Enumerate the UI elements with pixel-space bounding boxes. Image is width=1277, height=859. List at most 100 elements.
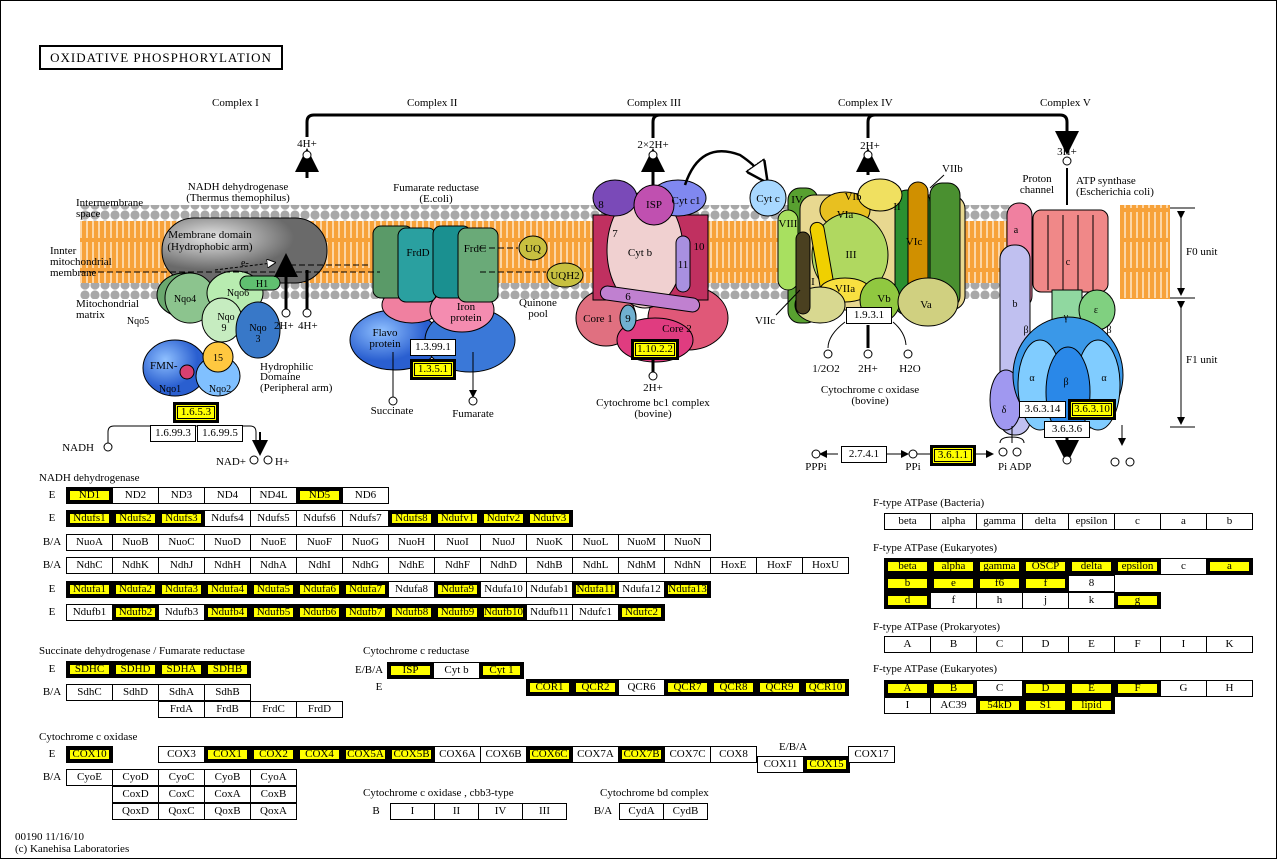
gene-oscp[interactable]: OSCP (1022, 558, 1069, 575)
gene-cor1[interactable]: COR1 (526, 679, 573, 696)
gene-ndufa12[interactable]: Ndufa12 (618, 581, 665, 598)
gene-ndufb8[interactable]: Ndufb8 (388, 604, 435, 621)
gene-nuod[interactable]: NuoD (204, 534, 251, 551)
gene-qoxd[interactable]: QoxD (112, 803, 159, 820)
gene-ndufa11[interactable]: Ndufa11 (572, 581, 619, 598)
gene-qcr10[interactable]: QCR10 (802, 679, 849, 696)
ec-1-6-99-3[interactable]: 1.6.99.3 (150, 425, 196, 442)
gene-ndufb1[interactable]: Ndufb1 (66, 604, 113, 621)
gene-ndufb7[interactable]: Ndufb7 (342, 604, 389, 621)
gene-a[interactable]: A (884, 680, 931, 697)
gene-a[interactable]: A (884, 636, 931, 653)
gene-beta[interactable]: beta (884, 513, 931, 530)
gene-a[interactable]: a (1206, 558, 1253, 575)
gene-nd4l[interactable]: ND4L (250, 487, 297, 504)
gene-ndhi[interactable]: NdhI (296, 557, 343, 574)
gene-8[interactable]: 8 (1068, 575, 1115, 592)
gene-alpha[interactable]: alpha (930, 513, 977, 530)
gene-f[interactable]: f (930, 592, 977, 609)
gene-ndhc[interactable]: NdhC (66, 557, 113, 574)
gene-sdha[interactable]: SdhA (158, 684, 205, 701)
gene-lipid[interactable]: lipid (1068, 697, 1115, 714)
gene-nuoi[interactable]: NuoI (434, 534, 481, 551)
gene-cyt-1[interactable]: Cyt 1 (479, 662, 524, 679)
gene-ndhj[interactable]: NdhJ (158, 557, 205, 574)
gene-nuoh[interactable]: NuoH (388, 534, 435, 551)
gene-frda[interactable]: FrdA (158, 701, 205, 718)
gene-ndufb11[interactable]: Ndufb11 (526, 604, 573, 621)
gene-frdd[interactable]: FrdD (296, 701, 343, 718)
gene-delta[interactable]: delta (1022, 513, 1069, 530)
gene-f[interactable]: f (1022, 575, 1069, 592)
gene-cox3[interactable]: COX3 (158, 746, 205, 763)
gene-nuon[interactable]: NuoN (664, 534, 711, 551)
gene-nd2[interactable]: ND2 (112, 487, 159, 504)
ec-1-6-5-3[interactable]: 1.6.5.3 (175, 404, 217, 421)
gene-b[interactable]: B (930, 636, 977, 653)
gene-c[interactable]: c (1160, 558, 1207, 575)
gene-ndufb9[interactable]: Ndufb9 (434, 604, 481, 621)
gene-ndufab1[interactable]: Ndufab1 (526, 581, 573, 598)
gene-cyoc[interactable]: CyoC (158, 769, 205, 786)
gene-frdb[interactable]: FrdB (204, 701, 251, 718)
gene-b[interactable]: B (930, 680, 977, 697)
gene-ndufs7[interactable]: Ndufs7 (342, 510, 389, 527)
gene-frdc[interactable]: FrdC (250, 701, 297, 718)
gene-ndufb10[interactable]: Ndufb10 (480, 604, 527, 621)
gene-f[interactable]: F (1114, 680, 1161, 697)
complex-ii-shape[interactable] (349, 225, 516, 373)
gene-ndufv3[interactable]: Ndufv3 (526, 510, 573, 527)
gene-ndufb3[interactable]: Ndufb3 (158, 604, 205, 621)
gene-c[interactable]: c (1114, 513, 1161, 530)
gene-nuoc[interactable]: NuoC (158, 534, 205, 551)
gene-hoxe[interactable]: HoxE (710, 557, 757, 574)
gene-cyob[interactable]: CyoB (204, 769, 251, 786)
gene-cyod[interactable]: CyoD (112, 769, 159, 786)
gene-epsilon[interactable]: epsilon (1114, 558, 1161, 575)
gene-ndufa1[interactable]: Ndufa1 (66, 581, 113, 598)
gene-ndhe[interactable]: NdhE (388, 557, 435, 574)
gene-g[interactable]: g (1114, 592, 1161, 609)
gene-ii[interactable]: II (434, 803, 479, 820)
gene-nuoj[interactable]: NuoJ (480, 534, 527, 551)
gene-qoxb[interactable]: QoxB (204, 803, 251, 820)
gene-delta[interactable]: delta (1068, 558, 1115, 575)
gene-sdhb[interactable]: SdhB (204, 684, 251, 701)
gene-cyoa[interactable]: CyoA (250, 769, 297, 786)
gene-i[interactable]: I (884, 697, 931, 714)
gene-nd6[interactable]: ND6 (342, 487, 389, 504)
gene-coxd[interactable]: CoxD (112, 786, 159, 803)
gene-sdhb[interactable]: SDHB (204, 661, 251, 678)
gene-f6[interactable]: f6 (976, 575, 1023, 592)
gene-ndufa10[interactable]: Ndufa10 (480, 581, 527, 598)
gene-cydb[interactable]: CydB (663, 803, 708, 820)
gene-cox6a[interactable]: COX6A (434, 746, 481, 763)
gene-ndufs8[interactable]: Ndufs8 (388, 510, 435, 527)
gene-ndufa6[interactable]: Ndufa6 (296, 581, 343, 598)
gene-ndufa8[interactable]: Ndufa8 (388, 581, 435, 598)
gene-d[interactable]: d (884, 592, 931, 609)
gene-d[interactable]: D (1022, 636, 1069, 653)
ec-1-3-99-1[interactable]: 1.3.99.1 (410, 339, 456, 356)
gene-ndufs6[interactable]: Ndufs6 (296, 510, 343, 527)
gene-b[interactable]: b (884, 575, 931, 592)
ec-1-10-2-2[interactable]: 1.10.2.2 (633, 341, 677, 358)
ec-3-6-3-10[interactable]: 3.6.3.10 (1070, 401, 1114, 418)
gene-ndufc1[interactable]: Ndufc1 (572, 604, 619, 621)
gene-ndhk[interactable]: NdhK (112, 557, 159, 574)
gene-coxc[interactable]: CoxC (158, 786, 205, 803)
gene-beta[interactable]: beta (884, 558, 931, 575)
gene-54kd[interactable]: 54kD (976, 697, 1023, 714)
gene-ndufa13[interactable]: Ndufa13 (664, 581, 711, 598)
gene-sdha[interactable]: SDHA (158, 661, 205, 678)
gene-cox5a[interactable]: COX5A (342, 746, 389, 763)
gene-cox8[interactable]: COX8 (710, 746, 757, 763)
gene-d[interactable]: D (1022, 680, 1069, 697)
ec-1-3-5-1[interactable]: 1.3.5.1 (412, 361, 454, 378)
gene-nuoe[interactable]: NuoE (250, 534, 297, 551)
gene-ndufa4[interactable]: Ndufa4 (204, 581, 251, 598)
gene-nd4[interactable]: ND4 (204, 487, 251, 504)
gene-nd3[interactable]: ND3 (158, 487, 205, 504)
gene-h[interactable]: H (1206, 680, 1253, 697)
gene-cox11[interactable]: COX11 (757, 756, 804, 773)
